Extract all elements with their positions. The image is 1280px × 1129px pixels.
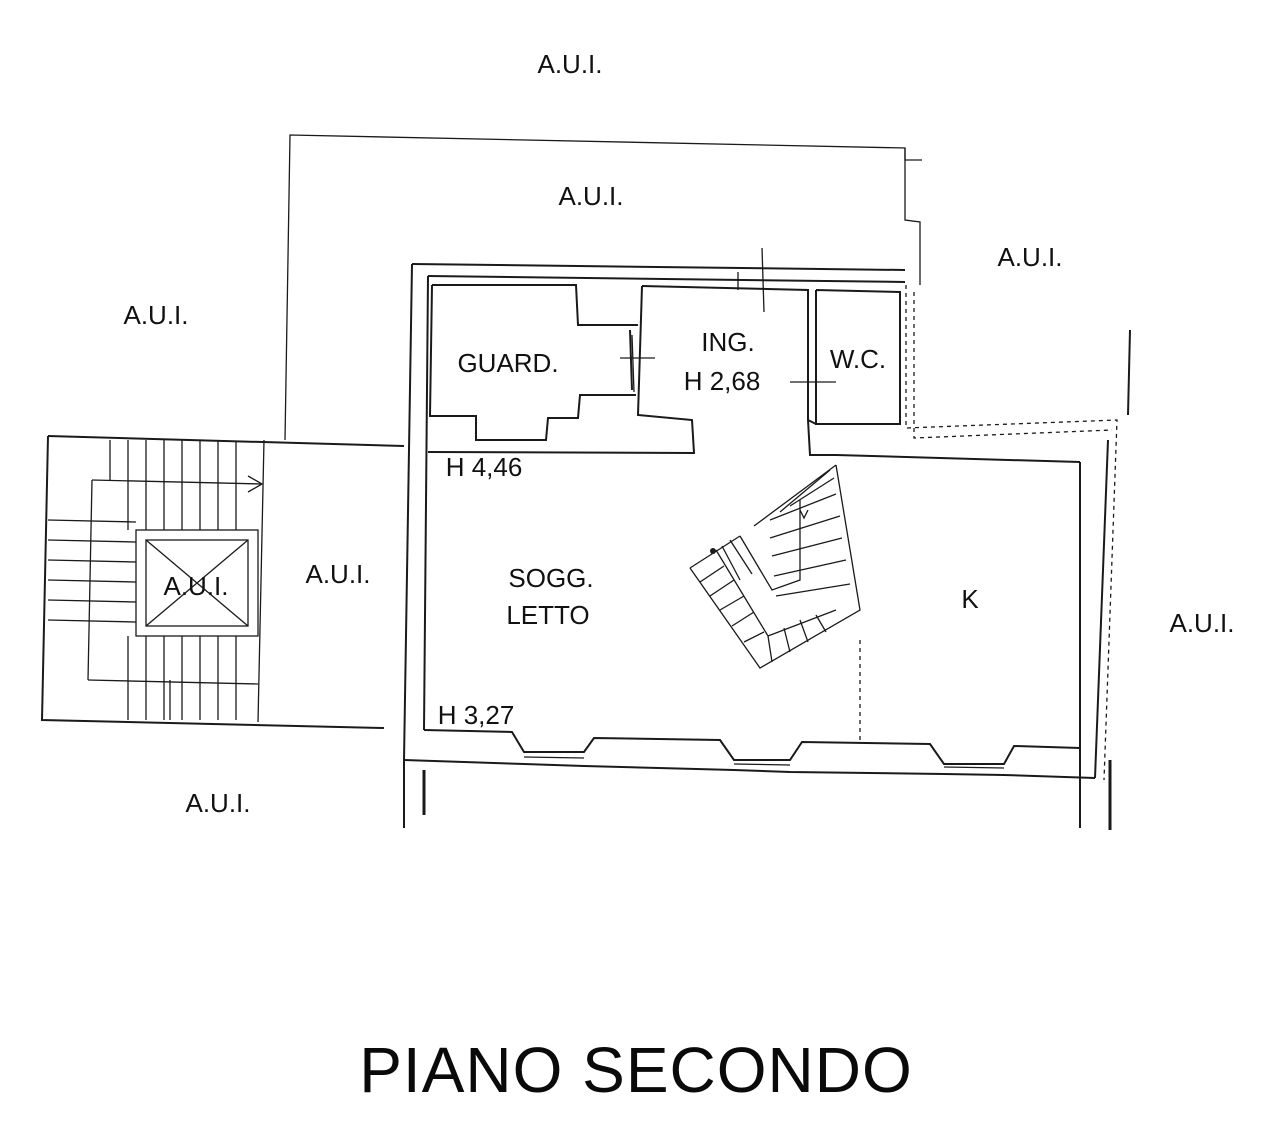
neighbor-label-left: A.U.I. <box>123 300 188 330</box>
room-label-guard: GUARD. <box>457 348 558 378</box>
floor-title: PIANO SECONDO <box>359 1034 913 1106</box>
height-label-lower: H 3,27 <box>438 700 515 730</box>
spiral-staircase <box>689 464 861 740</box>
room-label-wc: W.C. <box>830 344 886 374</box>
room-label-ing: ING. <box>701 327 754 357</box>
room-label-letto: LETTO <box>506 600 589 630</box>
neighbor-label-stair-core: A.U.I. <box>163 571 228 601</box>
neighbor-label-right: A.U.I. <box>1169 608 1234 638</box>
room-label-ing-height: H 2,68 <box>684 366 761 396</box>
room-labels: GUARD. ING. H 2,68 W.C. SOGG. LETTO K H … <box>438 327 980 730</box>
height-label-upper: H 4,46 <box>446 452 523 482</box>
neighbor-label-landing: A.U.I. <box>305 559 370 589</box>
apartment-outer-walls <box>403 263 1131 830</box>
stairwell <box>40 435 405 729</box>
neighbor-label-bottom: A.U.I. <box>185 788 250 818</box>
upper-neighbor-block <box>284 134 922 441</box>
neighbor-labels: A.U.I. A.U.I. A.U.I. A.U.I. A.U.I. A.U.I… <box>123 49 1234 818</box>
neighbor-label-upper: A.U.I. <box>558 181 623 211</box>
neighbor-label-top: A.U.I. <box>537 49 602 79</box>
room-label-kitchen: K <box>961 584 979 614</box>
interior-partitions <box>427 247 901 456</box>
room-label-sogg: SOGG. <box>508 563 593 593</box>
neighbor-label-upper-right: A.U.I. <box>997 242 1062 272</box>
